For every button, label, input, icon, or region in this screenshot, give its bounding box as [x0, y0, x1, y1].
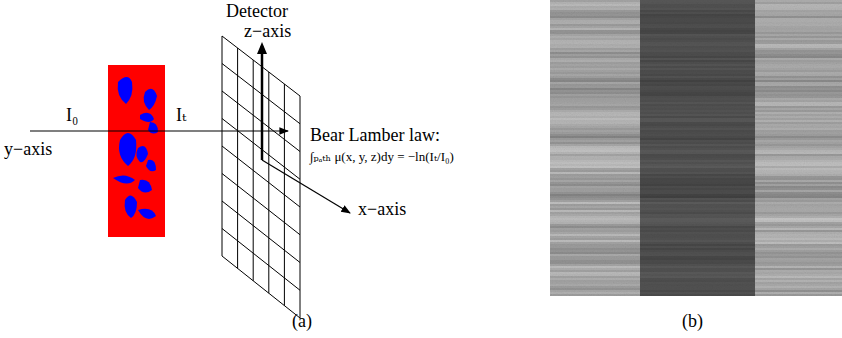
z-axis-line — [261, 46, 264, 160]
panel-caption: (b) — [682, 312, 703, 332]
detector-label: Detector — [226, 2, 288, 22]
law-title: Bear Lamber law: — [310, 126, 440, 146]
beam-arrow — [30, 130, 288, 131]
formula: ∫ₚₐₜₕ μ(x, y, z)dy = −ln(Iₜ/I₀) — [310, 150, 454, 164]
x-axis-arrow — [262, 160, 350, 213]
intensity-label: I₀ — [66, 106, 78, 126]
grid-line — [253, 60, 254, 281]
grid-line — [222, 174, 300, 235]
sample-block — [108, 65, 165, 237]
projection-image — [550, 0, 842, 296]
z-axis-head — [257, 42, 267, 54]
panel-caption: (a) — [292, 312, 312, 332]
grid-line — [222, 36, 223, 256]
grid-line — [222, 229, 300, 291]
axis-label: x−axis — [358, 200, 406, 220]
grid-line — [300, 96, 301, 318]
intensity-label: Iₜ — [176, 106, 186, 126]
grid-line — [268, 72, 269, 293]
axis-label: y−axis — [4, 140, 52, 160]
grid-line — [237, 48, 238, 268]
grid-line — [222, 256, 300, 318]
axis-label: z−axis — [244, 22, 291, 42]
inclusions — [113, 77, 158, 219]
detector-grid — [222, 36, 300, 318]
grid-line — [284, 84, 285, 306]
grid-line — [222, 201, 300, 263]
image-grain — [550, 0, 842, 296]
